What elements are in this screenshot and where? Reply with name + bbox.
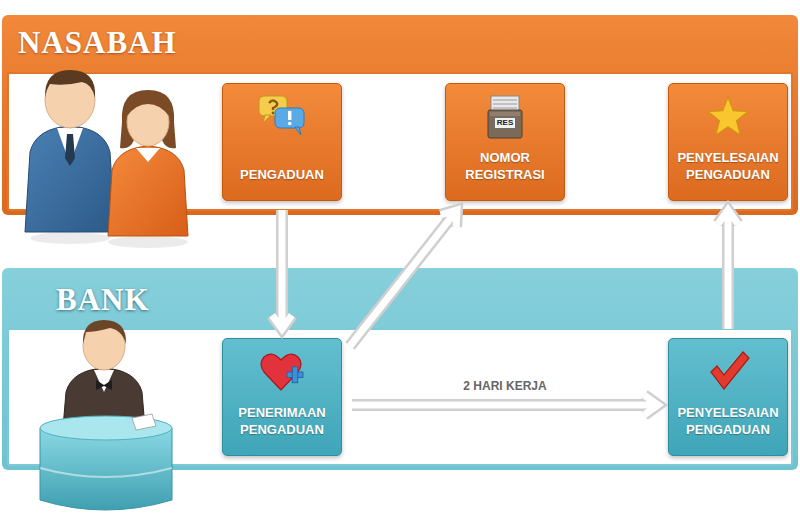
register-icon-part [493,104,517,105]
band-title: BANK [56,283,150,317]
step-label: NOMOR REGISTRASI [451,149,559,184]
check-icon-part [711,352,749,389]
step-box: NOMOR REGISTRASI [445,83,565,201]
reception-desk-part [132,414,156,430]
arrow-outline [272,210,292,329]
reception-desk-part [40,468,172,477]
flow-arrow [272,210,292,329]
speech-icon-part [269,101,277,111]
step-label: PENERIMAAN PENGADUAN [228,404,336,439]
speech-icon-part [288,122,292,126]
arrow-outline [350,210,457,346]
heart-icon-part [261,354,301,390]
arrow-body [718,210,738,329]
reception-desk [40,414,172,510]
register-icon-part [493,108,517,109]
teller-figure-part [96,380,112,390]
step-box: PENYELESAIAN PENGADUAN [668,83,788,201]
step-label: PENGADUAN [228,166,336,184]
man-figure-part [25,126,115,232]
arrow-body [272,210,292,329]
step-label: PENYELESAIAN PENGADUAN [674,404,782,439]
icon-tag: RES [494,117,516,129]
flow-arrow [352,395,658,415]
woman-figure-part [136,148,160,162]
speech-icon-part [295,127,301,135]
woman-figure [108,90,188,248]
band-title: NASABAH [18,26,177,60]
step-box: PENGADUAN [222,83,342,201]
speech-icon-part [275,108,304,128]
woman-figure-part [108,146,188,236]
check-icon [703,348,753,394]
flow-arrow [718,210,738,329]
register-icon-part [488,110,522,138]
register-icon [480,93,530,139]
heart-icon-part [292,367,298,383]
speech-icon-part [288,111,291,120]
arrow-outline [718,210,738,329]
woman-figure-part [127,94,169,116]
teller-figure-part [94,370,114,392]
man-figure-part [45,70,95,98]
step-box: PENERIMAAN PENGADUAN [222,338,342,456]
arrow-outline [352,395,658,415]
register-icon-part [490,112,520,116]
speech-icon [257,93,307,139]
speech-icon-part [263,115,271,123]
woman-figure-part [120,90,176,148]
star-icon-part [708,97,748,135]
man-figure [25,70,115,244]
teller-figure-part [83,320,126,344]
edge-label: 2 HARI KERJA [459,379,550,393]
woman-figure-part [108,236,188,248]
arrow-body [352,395,658,415]
heart-icon [257,348,307,394]
register-icon-part [493,100,517,101]
man-figure-part [30,232,110,244]
step-label: PENYELESAIAN PENGADUAN [674,149,782,184]
flow-arrow [350,210,457,346]
star-icon [703,93,753,139]
man-figure-part [65,134,75,166]
step-box: PENYELESAIAN PENGADUAN [668,338,788,456]
arrow-body [350,210,457,346]
speech-icon-part [272,112,275,115]
